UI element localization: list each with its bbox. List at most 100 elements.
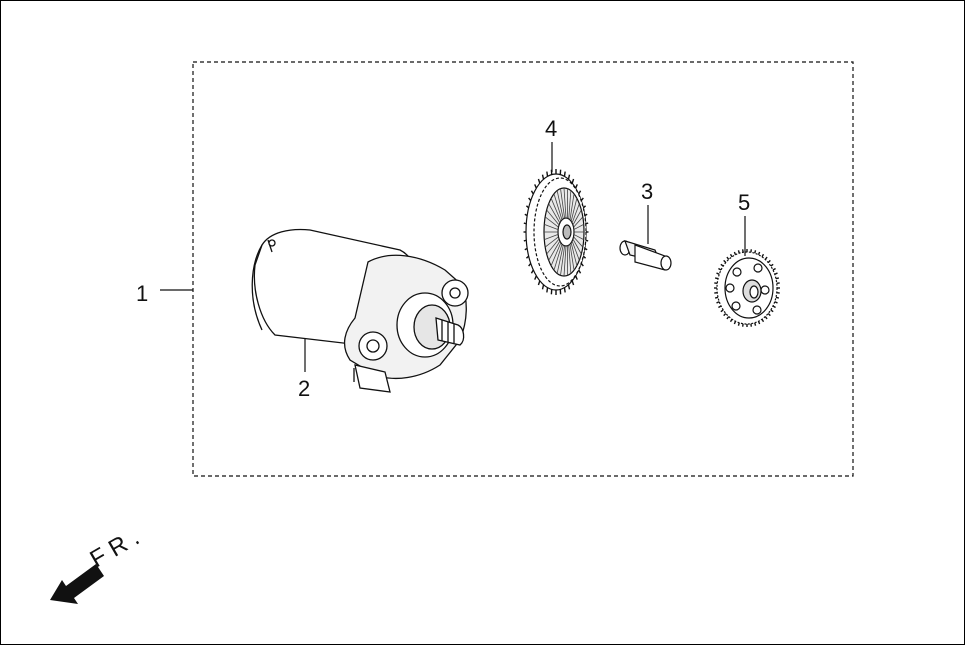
gear-tooth	[723, 312, 727, 317]
gear-tooth	[729, 253, 733, 258]
gear-spoke	[572, 209, 582, 226]
gear-tooth	[714, 296, 719, 299]
gear-tooth	[761, 318, 765, 323]
gear-tooth	[767, 312, 771, 317]
gear-tooth	[537, 280, 541, 286]
gear-tooth	[584, 247, 588, 251]
gear-tooth	[528, 262, 532, 267]
gear-spoke	[560, 188, 566, 219]
gear-tooth	[729, 318, 733, 323]
gear-tooth	[582, 255, 587, 259]
gear-tooth	[764, 256, 768, 260]
front-marker-label: F R .	[86, 524, 145, 573]
gear-tooth	[761, 253, 765, 258]
gear-tooth	[775, 296, 780, 299]
small-idle-gear-part	[714, 249, 780, 327]
gear-tooth	[575, 184, 578, 189]
gear-tooth	[716, 301, 720, 304]
gear-tooth	[563, 287, 566, 293]
gear-spoke	[544, 234, 559, 241]
gear-spoke	[546, 209, 560, 226]
callout-2: 2	[298, 376, 310, 401]
gear-tooth	[530, 269, 534, 274]
gear-tooth	[770, 309, 774, 313]
gear-spoke	[548, 240, 561, 261]
gear-tooth	[525, 205, 530, 209]
gear-spoke	[550, 242, 562, 266]
gear-tooth	[546, 287, 549, 293]
gear-tooth	[726, 256, 730, 260]
gear-spoke	[572, 238, 582, 255]
gear-spoke	[573, 236, 584, 248]
callout-1: 1	[136, 281, 148, 306]
gear-spoke	[569, 193, 575, 220]
gear-spoke	[570, 242, 578, 266]
gear-spoke	[556, 190, 564, 219]
gear-tooth	[584, 213, 588, 217]
gear-tooth	[737, 250, 740, 254]
gear-tooth	[578, 269, 582, 274]
gear-tooth	[567, 174, 571, 180]
gear-tooth	[767, 259, 771, 264]
gear-tooth	[726, 316, 730, 320]
gear-tooth	[733, 251, 737, 256]
gear-spoke	[544, 216, 559, 228]
gear-spoke	[563, 245, 567, 277]
gear-tooth	[764, 316, 768, 320]
gear-tooth	[524, 213, 528, 217]
gear-tooth	[528, 197, 532, 202]
large-reduction-gear-part	[523, 169, 589, 295]
gear-spoke	[571, 203, 580, 224]
gear-tooth	[582, 205, 587, 209]
gear-tooth	[718, 267, 722, 271]
starter-motor-part	[251, 228, 469, 393]
gear-tooth	[580, 262, 584, 267]
gear-spoke	[568, 190, 572, 219]
gear-spoke	[544, 236, 559, 248]
gear-tooth	[774, 301, 778, 304]
gear-tooth	[541, 284, 545, 290]
gear-tooth	[525, 255, 530, 259]
gear-tooth	[716, 272, 720, 275]
gear-spoke	[560, 245, 566, 276]
callout-3: 3	[641, 179, 653, 204]
gear-tooth	[534, 275, 537, 280]
gear-tooth	[541, 174, 545, 180]
gear-tooth	[524, 247, 528, 251]
gear-tooth	[537, 178, 541, 184]
gear-tooth	[733, 320, 737, 325]
gear-tooth	[770, 263, 774, 267]
gear-tooth	[523, 222, 527, 225]
gear-tooth	[757, 320, 761, 325]
gear-tooth	[575, 275, 578, 280]
gear-tooth	[585, 222, 589, 225]
gear-spoke	[573, 234, 584, 240]
gear-tooth	[772, 267, 776, 271]
gear-tooth	[720, 309, 724, 313]
gear-spoke	[544, 223, 559, 230]
gear-tooth	[567, 284, 571, 290]
gear-tooth	[563, 171, 566, 177]
gear-spoke	[570, 198, 578, 222]
gear-spoke	[563, 187, 567, 219]
callout-5: 5	[738, 190, 750, 215]
gear-tooth	[546, 171, 549, 177]
gear-tooth	[585, 239, 589, 242]
idle-shaft-part	[619, 240, 672, 271]
gear-tooth	[754, 250, 757, 254]
gear-tooth	[775, 277, 780, 280]
gear-tooth	[772, 305, 776, 309]
gear-tooth	[723, 259, 727, 264]
gear-spoke	[573, 224, 584, 230]
gear-tooth	[737, 322, 740, 326]
gear-tooth	[718, 305, 722, 309]
gear-tooth	[571, 178, 575, 184]
gear-tooth	[571, 280, 575, 286]
gear-tooth	[774, 272, 778, 275]
gear-tooth	[757, 251, 761, 256]
gear-spoke	[571, 240, 580, 261]
gear-tooth	[578, 190, 582, 195]
gear-spoke	[548, 203, 561, 224]
gear-spoke	[553, 244, 563, 271]
